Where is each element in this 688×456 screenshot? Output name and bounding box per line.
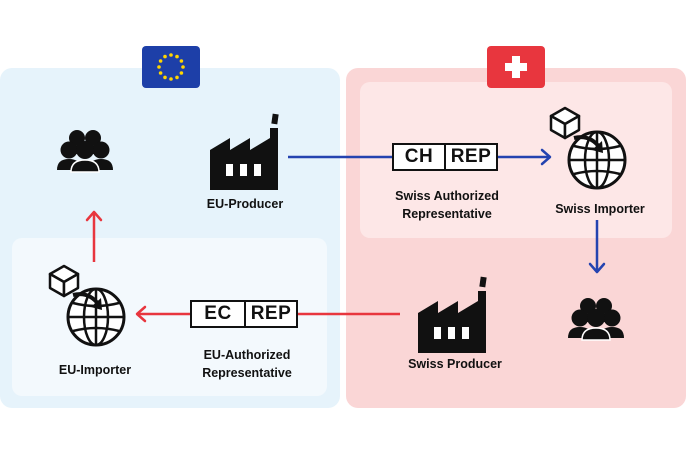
factory-icon — [418, 276, 487, 353]
factory-icon — [210, 113, 279, 190]
eu-producer-label: EU-Producer — [206, 197, 284, 211]
ec-rep-box-left: EC — [192, 302, 246, 326]
ec-rep-box-right: REP — [250, 303, 292, 324]
people-group-icon — [56, 129, 114, 173]
swiss-authorized-rep-label: Swiss Authorized Representative — [372, 187, 522, 223]
box-icon — [549, 106, 581, 140]
swiss-authorized-rep-label-line1: Swiss Authorized — [395, 189, 499, 203]
eu-importer-label: EU-Importer — [58, 363, 132, 377]
ch-rep-box-right: REP — [450, 146, 492, 167]
swiss-importer-label: Swiss Importer — [555, 202, 645, 216]
ch-rep-box-left: CH — [394, 145, 446, 169]
swiss-producer-label: Swiss Producer — [408, 357, 502, 371]
eu-authorized-rep-label: EU-Authorized Representative — [172, 346, 322, 382]
globe-icon — [66, 287, 126, 347]
eu-flag-icon — [142, 46, 200, 88]
ec-rep-box: EC REP — [190, 300, 298, 328]
box-icon — [48, 264, 80, 298]
ch-rep-box: CH REP — [392, 143, 498, 171]
swiss-flag-icon — [487, 46, 545, 88]
eu-authorized-rep-label-line2: Representative — [202, 366, 292, 380]
globe-icon — [567, 130, 627, 190]
people-group-icon — [567, 297, 625, 341]
swiss-authorized-rep-label-line2: Representative — [402, 207, 492, 221]
eu-authorized-rep-label-line1: EU-Authorized — [203, 348, 291, 362]
